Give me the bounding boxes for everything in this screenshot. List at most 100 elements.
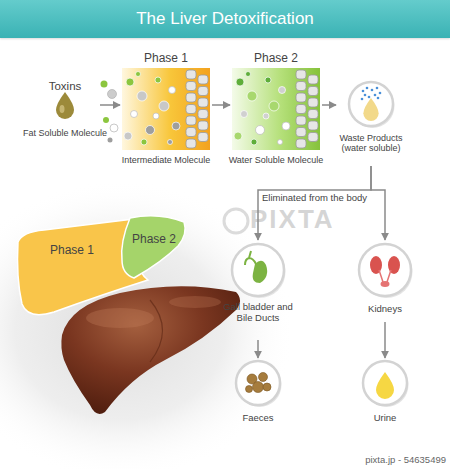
phase-panel-shape [198, 87, 208, 96]
phase-panel-shape [296, 93, 306, 102]
region-label: Phase 1 [32, 244, 112, 258]
node-heading: Phase 2 [230, 52, 322, 66]
waste-icon-shape [377, 97, 380, 100]
phase-panel-shape [169, 87, 176, 94]
phase-panel-shape [198, 121, 208, 130]
phase-panel-shape [232, 68, 320, 150]
kidney-icon-shape [359, 244, 411, 296]
flow-arrow [322, 104, 336, 106]
edge-label: Eliminated from the body [250, 193, 380, 204]
waste-icon-shape [362, 90, 365, 93]
phase-panel-shape [186, 116, 196, 125]
phase-panel-shape [296, 105, 306, 114]
urine-icon-shape [363, 361, 407, 405]
flow-arrow [212, 104, 230, 106]
liver-phase-region-shape [118, 212, 190, 284]
faeces-icon-shape [263, 383, 271, 391]
liver-illustration [169, 296, 221, 308]
gallbladder-icon: Gall bladder and Bile Ducts [215, 240, 301, 340]
molecule-spill [108, 138, 113, 143]
phase-panel-shape [236, 78, 244, 86]
liver-illustration [61, 286, 240, 414]
faeces-icon-shape [246, 386, 253, 393]
liver-illustration [150, 300, 163, 362]
title-banner: The Liver Detoxification [0, 0, 450, 38]
molecule-spill [103, 117, 109, 123]
phase-panel-shape [198, 98, 208, 107]
phase-panel-shape [198, 75, 208, 84]
phase-panel-shape [136, 72, 141, 77]
gallbladder-icon-shape [245, 251, 256, 265]
waste-icon-shape [371, 89, 374, 92]
phase-panel-shape [146, 126, 155, 135]
gallbladder-icon-shape [253, 261, 268, 283]
phase-panel-shape [308, 110, 318, 119]
phase-panel-shape [168, 140, 173, 145]
phase-panel-shape [120, 52, 212, 172]
phase-panel-shape [278, 140, 283, 145]
waste-icon: Waste Products (water soluble) [336, 76, 406, 166]
flow-arrow [100, 104, 120, 106]
phase-panel-shape [296, 139, 306, 148]
phase-panel-shape [186, 82, 196, 91]
node-caption: Water Soluble Molecule [218, 155, 334, 165]
waste-icon-shape [361, 98, 364, 101]
node-caption: Intermediate Molecule [110, 155, 222, 165]
node-caption: Faeces [223, 413, 293, 424]
phase-panel-shape [186, 128, 196, 137]
urine-icon-shape [376, 372, 394, 399]
node-heading: Toxins [25, 80, 105, 93]
phase-panel-shape [186, 70, 196, 79]
phase-panel-shape [126, 78, 134, 86]
phase-panel-shape [308, 121, 318, 130]
phase-panel-shape [186, 139, 196, 148]
phase-panel-shape [256, 126, 265, 135]
gallbladder-icon-shape [215, 240, 301, 340]
image-id: pixta.jp - 54635499 [296, 455, 446, 466]
watermark: PIXTA [250, 205, 350, 235]
phase-panel-shape [308, 87, 318, 96]
waste-icon-shape [364, 94, 367, 97]
region-label: Phase 2 [118, 233, 190, 247]
phase-panel: Phase 2Water Soluble Molecule [230, 52, 322, 172]
phase-panel-shape [172, 122, 180, 130]
phase-panel-shape [251, 139, 257, 145]
phase-panel-shape [230, 52, 322, 172]
phase-panel: Phase 1Intermediate Molecule [120, 52, 212, 172]
phase-panel-shape [246, 72, 251, 77]
molecule-spill [110, 124, 118, 132]
waste-icon-shape [366, 87, 369, 90]
waste-icon-shape [363, 98, 378, 121]
toxin-source-shape [60, 105, 65, 113]
phase-panel-shape [186, 93, 196, 102]
toxin-source-shape [56, 92, 74, 119]
flow-arrow [257, 340, 259, 358]
node-caption: Urine [350, 413, 420, 424]
urine-icon: Urine [352, 358, 418, 430]
kidney-icon-shape [381, 281, 390, 287]
phase-panel-shape [308, 98, 318, 107]
phase-panel-shape [279, 87, 286, 94]
molecule-spill [101, 81, 108, 88]
gallbladder-icon-shape [232, 244, 284, 296]
phase-panel-shape [265, 77, 271, 83]
toxin-source: ToxinsFat Soluble Molecule [30, 80, 100, 142]
waste-icon-shape [349, 82, 393, 126]
diagram-title: The Liver Detoxification [0, 0, 450, 38]
phase-panel-shape [269, 101, 279, 111]
molecule-spill [108, 90, 117, 99]
phase-panel-shape [308, 75, 318, 84]
waste-icon-shape [379, 92, 382, 95]
phase-panel-shape [198, 133, 208, 142]
phase-panel-shape [308, 133, 318, 142]
node-caption: Kidneys [345, 304, 425, 315]
liver-phase-region-shape [122, 216, 185, 278]
phase-panel-shape [137, 91, 147, 101]
kidney-icon-shape [379, 270, 391, 282]
phase-panel-shape [263, 113, 269, 119]
node-caption: Fat Soluble Molecule [10, 128, 120, 138]
phase-panel-shape [247, 91, 257, 101]
flow-arrow [371, 166, 385, 240]
